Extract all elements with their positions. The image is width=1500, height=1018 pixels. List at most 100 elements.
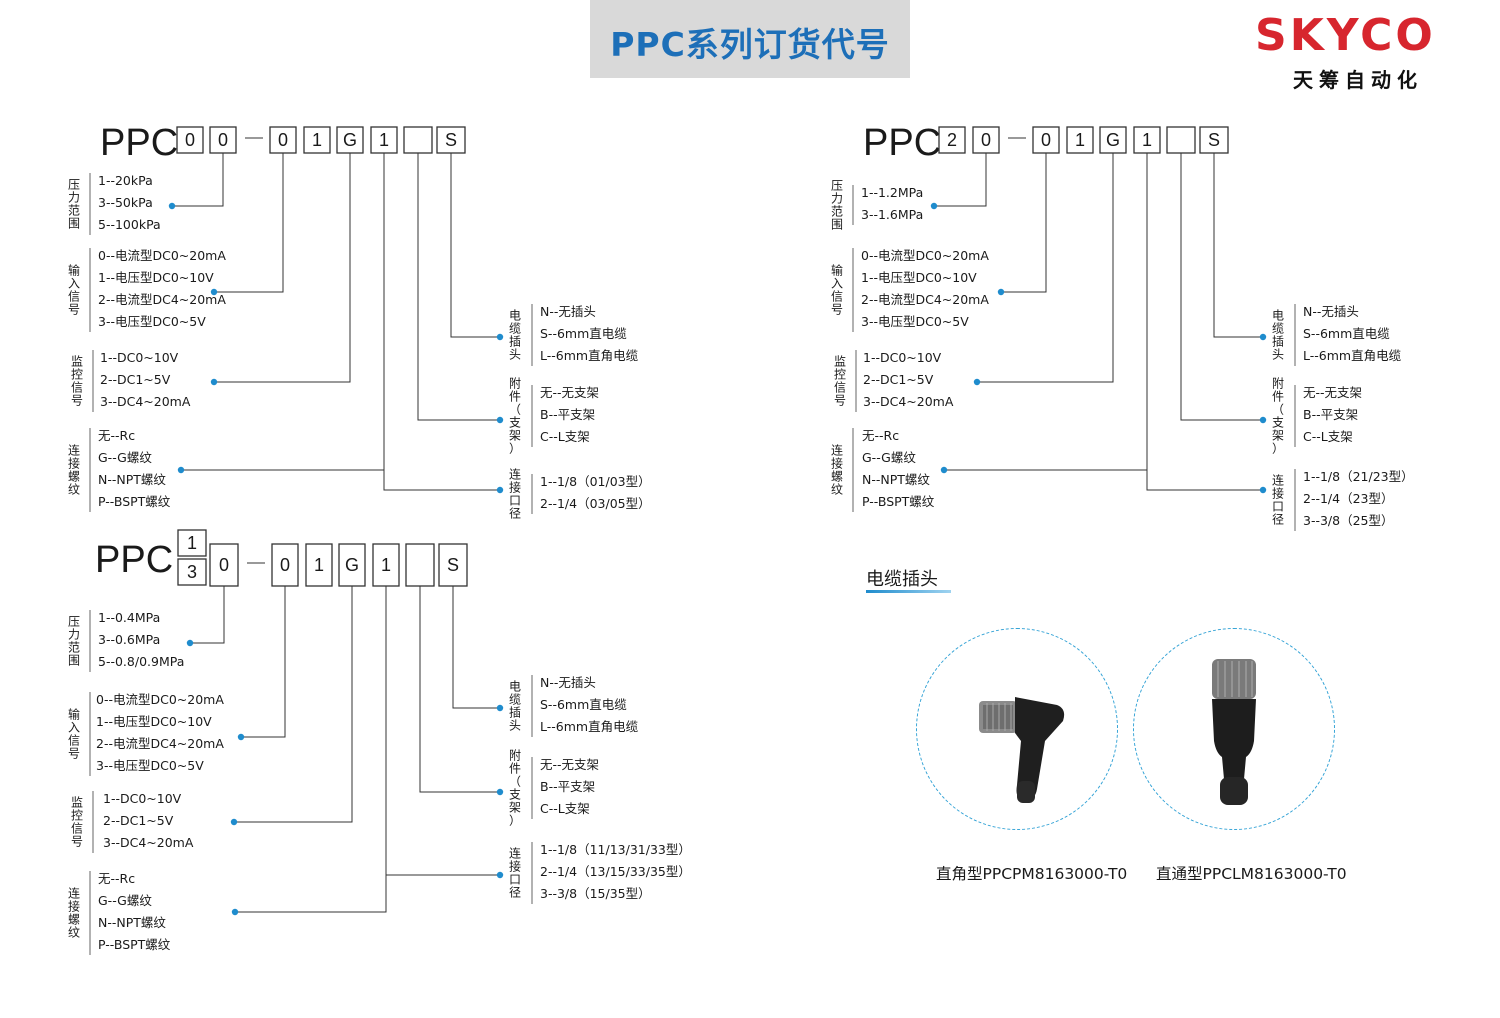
option-text: 5--100kPa xyxy=(98,217,161,232)
connector-dot xyxy=(168,202,176,210)
option-text: 1--电压型DC0~10V xyxy=(861,270,977,285)
right-angle-connector-caption: 直角型PPCPM8163000-T0 xyxy=(936,865,1128,883)
option-text: 1--1.2MPa xyxy=(861,185,923,200)
option-text: S--6mm直电缆 xyxy=(540,326,627,341)
option-text: L--6mm直角电缆 xyxy=(1303,348,1402,363)
option-text: 3--电压型DC0~5V xyxy=(96,758,204,773)
option-text: 无--无支架 xyxy=(540,757,599,772)
option-text: 0--电流型DC0~20mA xyxy=(98,248,226,263)
option-text: S--6mm直电缆 xyxy=(1303,326,1390,341)
option-text: C--L支架 xyxy=(540,801,590,816)
option-text: 3--DC4~20mA xyxy=(100,394,191,409)
code-box xyxy=(1166,126,1196,154)
connector-dot xyxy=(1259,416,1267,424)
connector-line xyxy=(385,586,500,876)
option-text: 1--DC0~10V xyxy=(100,350,179,365)
connector-line xyxy=(934,153,987,207)
code-box-value: 0 xyxy=(280,555,290,575)
connector-dot xyxy=(997,288,1005,296)
category-label: 压力范围 xyxy=(68,615,80,668)
option-text: B--平支架 xyxy=(540,407,595,422)
option-text: 无--Rc xyxy=(98,428,135,443)
option-text: P--BSPT螺纹 xyxy=(862,494,935,509)
connector-line xyxy=(450,153,500,338)
option-text: 1--1/8（01/03型） xyxy=(540,474,651,489)
category-label: 监控信号 xyxy=(71,355,83,408)
code-box xyxy=(403,126,433,154)
connector-line xyxy=(214,153,351,383)
straight-connector-icon xyxy=(1212,659,1256,805)
option-text: B--平支架 xyxy=(1303,407,1358,422)
code-box xyxy=(1133,126,1161,154)
connector-dot xyxy=(496,486,504,494)
connector-dot xyxy=(496,333,504,341)
option-text: 3--3/8（15/35型） xyxy=(540,886,651,901)
option-text: G--G螺纹 xyxy=(98,450,152,465)
option-text: G--G螺纹 xyxy=(98,893,152,908)
option-text: N--无插头 xyxy=(540,675,596,690)
category-label: 电缆插头 xyxy=(1272,309,1284,362)
connector-line xyxy=(241,586,286,738)
code-box xyxy=(338,543,366,587)
option-text: C--L支架 xyxy=(1303,429,1353,444)
option-text: 1--0.4MPa xyxy=(98,610,160,625)
code-box-value: 0 xyxy=(185,130,195,150)
option-text: 3--0.6MPa xyxy=(98,632,160,647)
connector-line xyxy=(383,153,500,491)
code-box-value: 0 xyxy=(278,130,288,150)
option-text: 2--1/4（13/15/33/35型） xyxy=(540,864,691,879)
cable-heading: 电缆插头 xyxy=(866,569,938,590)
category-label: 附件（支架） xyxy=(1272,377,1284,456)
logo-wordmark: SKYCO xyxy=(1255,10,1436,61)
option-text: N--NPT螺纹 xyxy=(862,472,930,487)
option-text: N--NPT螺纹 xyxy=(98,915,166,930)
code-box xyxy=(177,529,207,557)
code-box xyxy=(177,558,207,586)
option-text: 1--电压型DC0~10V xyxy=(98,270,214,285)
code-box-value: G xyxy=(1106,130,1120,150)
connector-line xyxy=(452,586,500,709)
connector-dot xyxy=(210,288,218,296)
code-box-value: 1 xyxy=(312,130,322,150)
connector-dot xyxy=(496,704,504,712)
code-box-value: 0 xyxy=(981,130,991,150)
code-prefix: PPC xyxy=(863,122,941,164)
option-text: 2--DC1~5V xyxy=(863,372,934,387)
option-text: 1--DC0~10V xyxy=(103,791,182,806)
connector-line xyxy=(235,586,387,913)
code-box xyxy=(938,126,966,154)
connector-line xyxy=(1146,153,1263,491)
connector-line xyxy=(419,586,500,793)
code-box-value: 1 xyxy=(1142,130,1152,150)
category-label: 附件（支架） xyxy=(509,377,521,456)
option-text: 3--DC4~20mA xyxy=(103,835,194,850)
option-text: 3--3/8（25型） xyxy=(1303,513,1394,528)
option-text: B--平支架 xyxy=(540,779,595,794)
option-text: 2--电流型DC4~20mA xyxy=(98,292,226,307)
category-label: 输入信号 xyxy=(68,263,80,317)
option-text: 1--DC0~10V xyxy=(863,350,942,365)
connector-dot xyxy=(940,466,948,474)
code-box xyxy=(1066,126,1094,154)
connector-dot xyxy=(496,788,504,796)
connector-dot xyxy=(230,818,238,826)
connector-dot xyxy=(1259,333,1267,341)
category-label: 压力范围 xyxy=(831,179,843,232)
option-text: G--G螺纹 xyxy=(862,450,916,465)
option-text: N--NPT螺纹 xyxy=(98,472,166,487)
option-text: P--BSPT螺纹 xyxy=(98,494,171,509)
connector-line xyxy=(417,153,500,421)
straight-connector-photo xyxy=(1133,628,1335,830)
option-text: 无--无支架 xyxy=(540,385,599,400)
category-label: 连接口径 xyxy=(509,467,521,521)
category-label: 监控信号 xyxy=(834,355,846,408)
option-text: 2--1/4（03/05型） xyxy=(540,496,651,511)
connector-dot xyxy=(186,639,194,647)
option-text: C--L支架 xyxy=(540,429,590,444)
connector-line xyxy=(1001,153,1047,293)
cable-heading-underline xyxy=(866,590,951,593)
option-text: N--无插头 xyxy=(1303,304,1359,319)
connector-line xyxy=(1180,153,1263,421)
code-box-value: 1 xyxy=(314,555,324,575)
